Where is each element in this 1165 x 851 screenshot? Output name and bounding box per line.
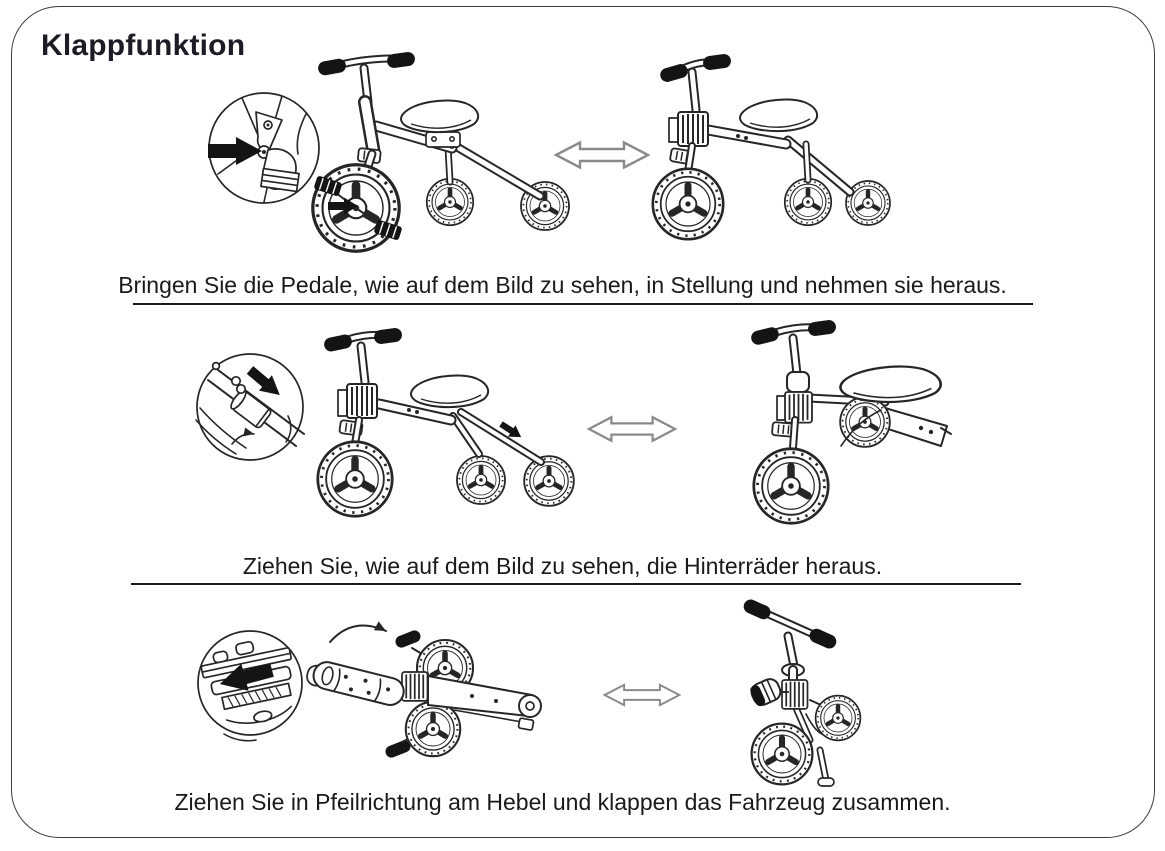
fold-joint xyxy=(677,111,709,147)
magnifier-detail-frame xyxy=(195,353,305,461)
double-arrow-icon xyxy=(587,416,677,442)
handlebar-grip xyxy=(807,319,837,337)
fold-joint xyxy=(346,383,378,419)
handlebar-grip xyxy=(658,62,690,84)
handlebar-grip xyxy=(749,325,781,347)
handlebar-grip xyxy=(373,327,403,345)
handlebar-grip xyxy=(702,53,732,71)
double-arrow-icon xyxy=(554,141,650,169)
double-arrow-icon xyxy=(603,683,681,707)
fold-joint xyxy=(784,391,813,424)
trike-with-pedals-illustration xyxy=(302,51,584,255)
step-caption-1: Bringen Sie die Pedale, wie auf dem Bild… xyxy=(118,272,1007,298)
trike-folded-illustration xyxy=(741,597,874,788)
folded-handlebar xyxy=(306,661,405,706)
step-caption-3: Ziehen Sie in Pfeilrichtung am Hebel und… xyxy=(174,789,951,815)
magnifier-detail-pedal xyxy=(208,92,320,204)
handlebar-grip xyxy=(322,333,354,353)
step-caption-2: Ziehen Sie, wie auf dem Bild zu sehen, d… xyxy=(242,553,883,579)
fold-joint xyxy=(401,671,429,702)
handlebar-grip xyxy=(386,51,416,69)
magnifier-detail-lever xyxy=(197,630,303,742)
page-title: Klappfunktion xyxy=(41,29,246,62)
handlebar-grip xyxy=(316,57,348,77)
trike-rear-wheels-out-illustration xyxy=(315,327,583,532)
trike-without-pedals-illustration xyxy=(642,53,910,244)
fold-joint xyxy=(781,679,809,710)
trike-folding-top-view-illustration xyxy=(306,621,542,764)
folded-pedal xyxy=(750,678,782,707)
divider-rule xyxy=(131,583,1021,585)
trike-rear-folded-illustration xyxy=(749,319,952,540)
handlebar xyxy=(741,597,839,651)
divider-rule xyxy=(133,303,1033,305)
